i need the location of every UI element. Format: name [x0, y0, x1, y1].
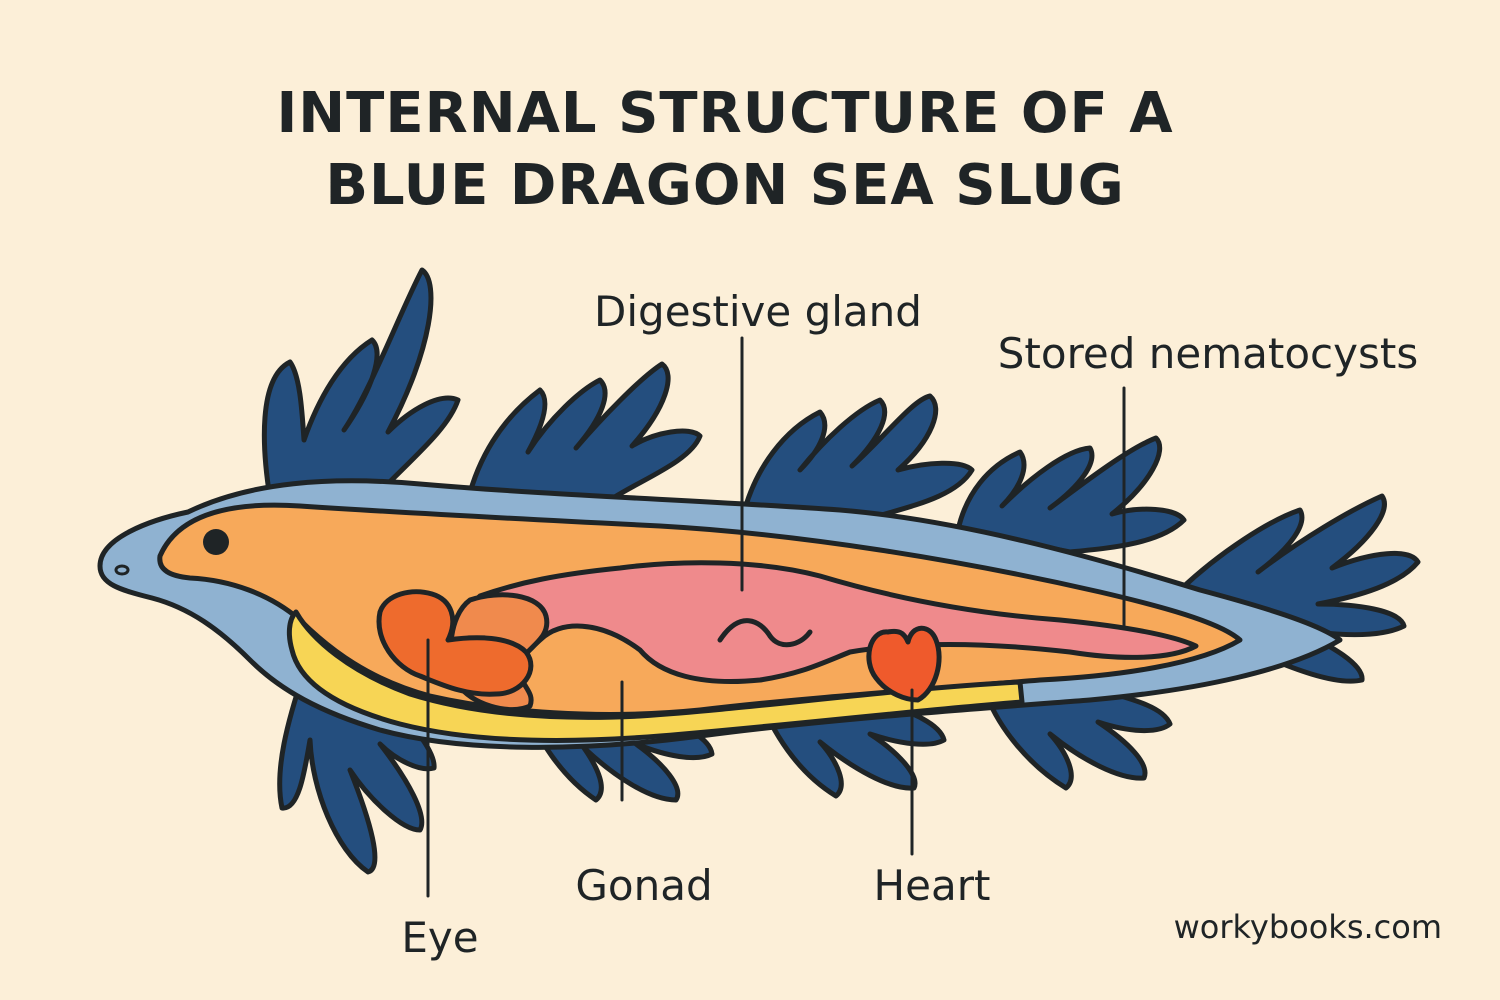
label-heart: Heart: [874, 861, 991, 910]
mouth-marker: [114, 564, 130, 576]
label-digestive-gland: Digestive gland: [594, 287, 922, 336]
gland-detail: [717, 618, 813, 648]
title-line-1: INTERNAL STRUCTURE OF A: [276, 81, 1174, 146]
ceras-dorsal-1: [261, 267, 461, 503]
digestive-gland: [468, 560, 1199, 685]
title-line-2: BLUE DRAGON SEA SLUG: [325, 153, 1125, 218]
ceras-dorsal-2: [465, 361, 703, 503]
eye-region: [376, 589, 534, 697]
label-eye: Eye: [401, 913, 478, 962]
heart: [866, 625, 942, 703]
diagram-title: INTERNAL STRUCTURE OF A BLUE DRAGON SEA …: [0, 78, 1450, 222]
foot: [286, 609, 1025, 743]
ceras-dorsal-3: [741, 393, 975, 523]
eye-spot: [203, 529, 229, 555]
label-gonad: Gonad: [575, 861, 712, 910]
leader-lines: [426, 336, 1126, 898]
cerata: [261, 267, 1421, 875]
ceras-ventral-4: [983, 687, 1173, 791]
label-stored-nematocysts: Stored nematocysts: [998, 329, 1418, 378]
credit-text: workybooks.com: [1173, 908, 1442, 946]
ceras-dorsal-4: [955, 435, 1187, 555]
